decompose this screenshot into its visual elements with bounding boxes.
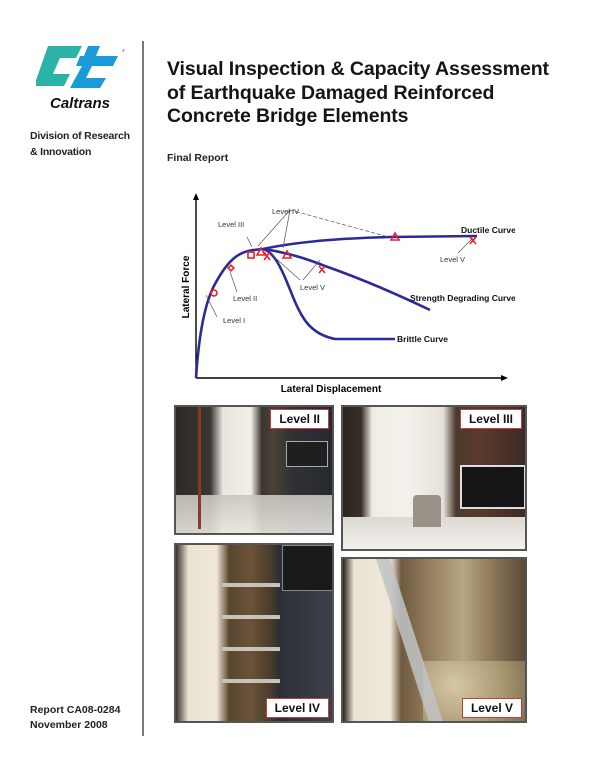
- level-iv-label: Level IV: [272, 207, 299, 216]
- title-line-3: Concrete Bridge Elements: [167, 105, 409, 127]
- report-subtitle: Final Report: [167, 152, 229, 164]
- level-iii-marker: [247, 251, 255, 259]
- level-iii-label: Level III: [218, 220, 244, 229]
- level-iii-badge: Level III: [459, 409, 522, 429]
- y-axis-label: Lateral Force: [181, 255, 192, 318]
- chart-curves: [194, 234, 478, 379]
- x-axis-label: Lateral Displacement: [281, 384, 382, 395]
- photo-level-iii: Level III: [341, 405, 527, 551]
- strength-degrading-curve-line: [262, 247, 431, 312]
- level-v-badge: Level V: [461, 698, 522, 718]
- ductile-curve-label: Ductile Curve: [461, 225, 515, 235]
- brittle-curve-line: [262, 247, 395, 341]
- division-line-2: & Innovation: [30, 146, 92, 158]
- title-line-2: of Earthquake Damaged Reinforced: [167, 81, 495, 104]
- vertical-divider: [142, 41, 144, 736]
- division-name: Division of Research & Innovation: [30, 128, 130, 160]
- photo-rebar: [222, 583, 280, 587]
- svg-text:Caltrans: Caltrans: [50, 95, 110, 112]
- photo-level-ii: Level II: [174, 405, 334, 535]
- svg-text:®: ®: [122, 48, 125, 53]
- ductile-curve-line: [194, 234, 478, 379]
- photo-pole: [198, 407, 201, 529]
- division-line-1: Division of Research: [30, 130, 130, 142]
- photo-sign: [286, 441, 328, 467]
- strength-degrading-curve-label: Strength Degrading Curve: [410, 293, 515, 303]
- level-i-label: Level I: [223, 316, 245, 325]
- report-info: Report CA08-0284 November 2008: [30, 703, 120, 733]
- level-iv-marker-2: [281, 249, 293, 259]
- photo-rebar: [222, 615, 280, 619]
- level-iv-badge: Level IV: [265, 698, 329, 718]
- photo-rebar: [222, 647, 280, 651]
- level-ii-label: Level II: [233, 294, 257, 303]
- level-i-marker: [210, 289, 218, 297]
- level-v-label-ductile: Level V: [440, 255, 465, 264]
- chart-axes: [193, 193, 508, 381]
- level-ii-marker: [227, 264, 235, 272]
- photo-spalled-concrete: [413, 495, 441, 527]
- level-v-marker-2: [318, 265, 326, 274]
- photo-level-iv: Level IV: [174, 543, 334, 723]
- force-displacement-chart: Lateral Displacement Lateral Force: [175, 192, 516, 397]
- caltrans-ct-icon: ® Caltrans: [34, 46, 125, 112]
- level-v-marker-3: [469, 236, 477, 245]
- level-ii-badge: Level II: [270, 409, 329, 429]
- title-line-1: Visual Inspection & Capacity Assessment: [167, 58, 549, 80]
- photo-sign: [282, 545, 332, 591]
- brittle-curve-label: Brittle Curve: [397, 334, 448, 344]
- level-v-marker-1: [263, 251, 271, 261]
- photo-level-v: Level V: [341, 557, 527, 723]
- report-number: Report CA08-0284: [30, 704, 121, 716]
- photo-sign: [460, 465, 525, 509]
- report-title: Visual Inspection & Capacity Assessment …: [167, 58, 587, 129]
- level-v-label: Level V: [300, 283, 325, 292]
- chart-markers: [210, 231, 477, 297]
- leader-lines: [205, 209, 474, 318]
- photo-cables: [376, 559, 444, 721]
- caltrans-logo: ® Caltrans: [34, 44, 128, 116]
- level-iv-marker-3: [389, 231, 401, 241]
- level-iv-marker-1: [255, 246, 267, 256]
- photo-rebar: [222, 679, 280, 683]
- report-date: November 2008: [30, 719, 108, 731]
